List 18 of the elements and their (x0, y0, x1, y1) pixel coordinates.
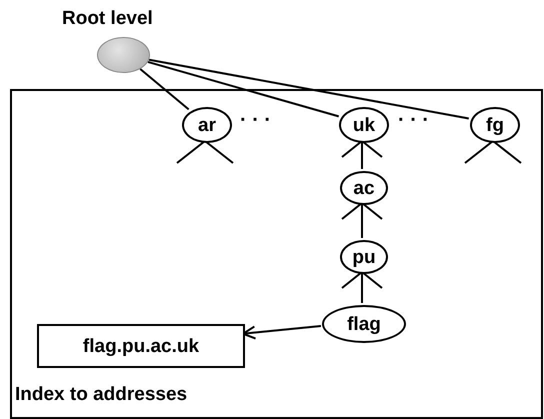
domain-node: flag (322, 305, 406, 343)
arrow (341, 271, 383, 303)
domain-node: ac (340, 171, 388, 205)
ellipsis-dots: · · · (240, 110, 272, 130)
panel-title: Index to addresses (15, 382, 188, 406)
arrow (341, 202, 383, 238)
connector-line (140, 68, 190, 110)
arrow (341, 140, 383, 169)
index-panel (10, 89, 543, 419)
domain-node: ar (182, 107, 232, 143)
domain-node: fg (470, 107, 520, 143)
ellipsis-dots: · · · (398, 110, 430, 130)
connector-line (148, 61, 340, 118)
domain-node: uk (339, 107, 389, 143)
address-box: flag.pu.ac.uk (37, 324, 245, 368)
domain-node: pu (340, 240, 388, 274)
root-level-label: Root level (62, 9, 153, 28)
connector-line (148, 58, 469, 120)
